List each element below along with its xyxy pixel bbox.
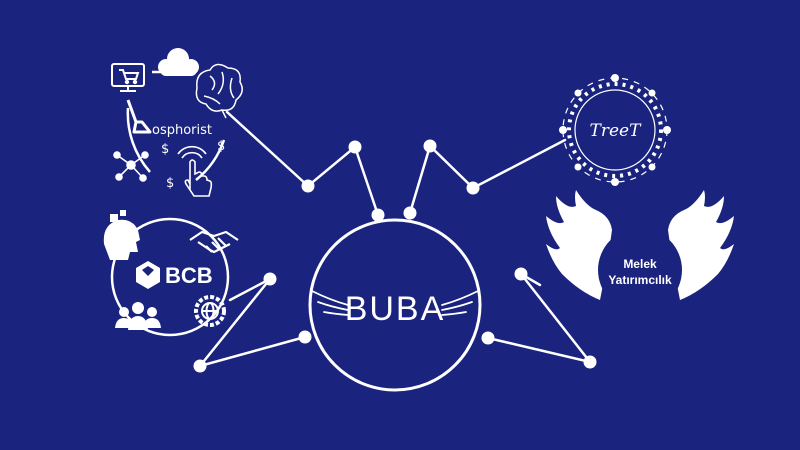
melek-node: Melek Yatırımcılık [546,190,734,312]
connector-dot [371,208,385,222]
treet-label: TreeT [590,121,643,141]
center-node: BUBA [308,218,482,392]
floral-wreath-icon [567,82,663,178]
puzzle-head-icon [103,210,140,260]
connector-dot [263,272,277,286]
center-label: BUBA [345,290,446,328]
bosphorist-label: osphorist [152,123,212,138]
dollar-icon: $ [166,176,174,191]
bosphorist-node: $ $ $ osphorist [111,48,243,197]
connector-dot [193,359,207,373]
people-icon [115,302,161,330]
touch-hand-icon [177,145,213,197]
connector-bosphorist [225,110,380,217]
melek-circle [598,228,682,312]
connector-dot [403,206,417,220]
bcb-node: BCB [103,210,239,337]
network-icon [113,151,149,182]
brain-icon [195,63,243,119]
treet-node: TreeT [559,74,671,186]
connector-dot [298,330,312,344]
connector-dot [583,355,597,369]
connector-lines [196,110,594,369]
bcb-label: BCB [165,263,213,288]
bosphorist-logo-mark [126,99,152,134]
connector-bcb [196,277,307,369]
left-wing-icon [311,290,349,316]
bcb-logo-mark [136,261,160,289]
melek-label-line2: Yatırımcılık [608,273,672,287]
connector-treet [408,138,567,215]
dollar-icon: $ [161,142,169,157]
connector-dot [301,179,315,193]
wings-icon [546,190,734,300]
connector-dot [466,181,480,195]
connector-melek [486,272,594,365]
shopping-cart-monitor-icon [111,63,145,92]
connector-dots [193,139,597,373]
connector-dot [348,140,362,154]
wreath-flowers [559,74,671,186]
handshake-icon [189,230,239,254]
bosphorist-cycle-ring [126,107,151,173]
bcb-ring [110,217,230,337]
right-wing-icon [441,290,479,316]
connector-dot [423,139,437,153]
connector-dot [514,267,528,281]
dollar-icon: $ [217,139,225,154]
cloud-icon [158,48,199,76]
globe-gear-icon [194,295,226,327]
melek-label-line1: Melek [623,257,657,271]
connector-dot [481,331,495,345]
